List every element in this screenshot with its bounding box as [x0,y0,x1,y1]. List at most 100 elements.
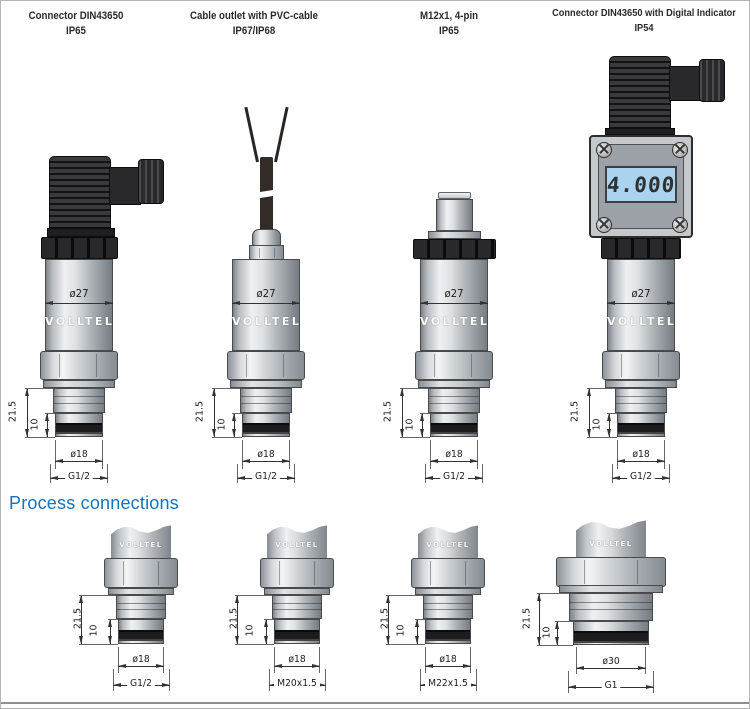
groove-line [117,603,165,604]
corner-screw [596,217,612,233]
sensor-body [45,259,113,351]
extension-line [420,413,430,414]
thread-size-label: G1/2 [423,471,486,482]
variant-3-header: M12x1, 4-pin IP65 [379,9,520,39]
extension-line [587,388,615,389]
arrowhead [45,301,53,305]
arrowhead [607,413,611,421]
variant-2-title: Cable outlet with PVC-cable [189,10,319,22]
groove-line [117,609,165,610]
extension-line [482,464,483,483]
dimension-line [118,666,164,667]
extension-line [45,413,55,414]
sensor-body [420,259,488,351]
hex-facet-line [314,561,316,585]
dimension-line [422,414,423,437]
hex-facet-line [96,354,98,377]
groove-line [273,609,321,610]
arrowhead [420,683,428,687]
thread-size-text: M22x1.5 [425,678,471,689]
groove-line [241,403,291,404]
extension-line [576,647,577,674]
arrowhead [318,683,326,687]
thread-step [272,595,322,619]
dimension-line [232,303,300,304]
arrowhead [232,429,236,437]
hex-facet-line [258,248,260,258]
process-thread [573,621,649,645]
connector-flange [605,128,675,135]
arrowhead [607,301,615,305]
thread-length-label: 10 [395,624,407,637]
thread-step [53,388,105,413]
o-ring [119,630,163,641]
lcd-display: 4.000 [605,166,677,203]
o-ring [574,631,648,643]
extension-line [477,440,478,469]
brand-logo: VOLLTEL [45,315,115,328]
thread-diameter-label: ø18 [439,654,457,665]
thread-step [240,388,292,413]
thread-diameter-label: ø30 [602,656,620,667]
arrowhead [156,664,164,668]
dimension-line [266,620,267,644]
variant-4-header: Connector DIN43650 with Digital Indicato… [551,6,738,36]
arrowhead [415,619,419,627]
m12-plug-cap [438,192,471,199]
brand-logo: VOLLTEL [607,315,677,328]
arrowhead [646,685,654,689]
thread-size-label: G1/2 [109,678,173,689]
nut-plate [264,588,330,595]
arrowhead [386,636,390,644]
arrowhead [420,301,428,305]
arrowhead [79,595,83,603]
process-thread [242,413,290,437]
nut-plate [415,588,481,595]
extension-line [386,644,425,645]
extension-line [470,647,471,673]
thread-length-label: 10 [88,624,100,637]
process-connection-4: VOLLTEL 21.5 10 ø30 [522,1,691,708]
extension-line [415,619,425,620]
arrowhead [212,429,216,437]
process-connection-2: VOLLTEL 21.5 10 ø18 [217,1,377,708]
extension-line [163,647,164,673]
o-ring [275,630,319,641]
arrowhead [415,636,419,644]
thread-step [116,595,166,619]
dimension-line [589,389,590,437]
extension-line [264,619,274,620]
extension-line [425,464,426,483]
arrowhead [470,459,478,463]
dimension-line [214,389,215,437]
total-length-label: 21.5 [228,607,240,630]
thread-step [569,593,653,621]
hex-facet-line [246,354,248,377]
hex-facet-line [123,561,124,585]
arrowhead [45,429,49,437]
dimension-line [110,620,111,644]
variant-3-ip: IP65 [439,25,459,37]
body-diameter-label: ø27 [444,287,464,300]
body-diameter-label: ø27 [69,287,89,300]
arrowhead [292,301,300,305]
arrowhead [425,664,433,668]
cable-gland-nut [699,59,725,102]
arrowhead [235,636,239,644]
variant-1-title: Connector DIN43650 [28,10,124,22]
hex-facet-line [658,354,660,377]
extension-line [612,464,613,483]
variant-1-header: Connector DIN43650 IP65 [10,9,142,39]
hex-facet-line [158,561,160,585]
nut-plate [559,585,663,593]
extension-line [400,388,428,389]
arrowhead [657,459,665,463]
extension-line [325,669,326,691]
extension-line [235,644,274,645]
arrowhead [282,459,290,463]
arrowhead [430,459,438,463]
arrowhead [25,429,29,437]
dimension-line [607,303,675,304]
hex-facet-line [471,354,473,377]
hex-nut [104,558,178,588]
